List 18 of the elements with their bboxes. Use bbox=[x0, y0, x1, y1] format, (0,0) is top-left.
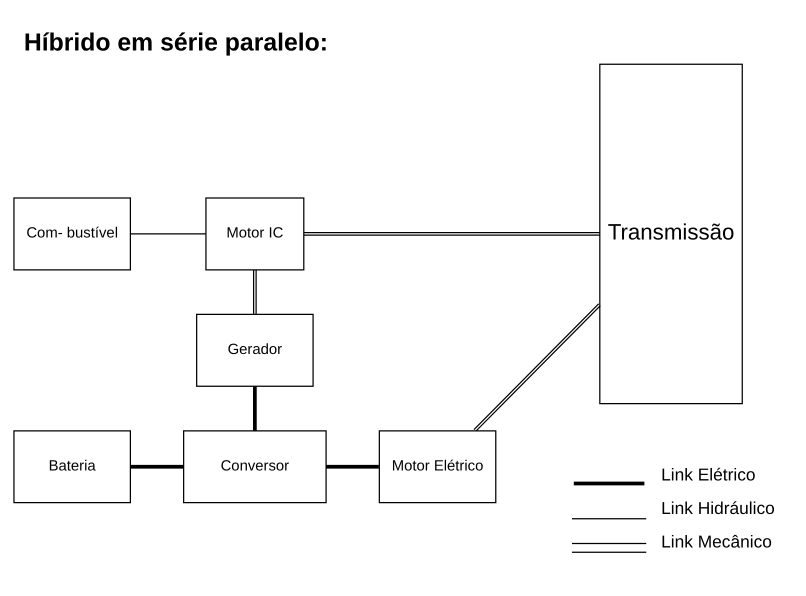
connector bbox=[326, 464, 378, 469]
diagram-title: Híbrido em série paralelo: bbox=[23, 30, 328, 57]
legend-label: Link Hidráulico bbox=[660, 498, 774, 518]
node-box: Gerador bbox=[196, 314, 314, 387]
node-box: Conversor bbox=[182, 430, 326, 504]
node-box: Bateria bbox=[12, 430, 130, 504]
connector bbox=[303, 232, 600, 236]
connector bbox=[130, 464, 183, 469]
node-box: Transmissão bbox=[598, 64, 742, 404]
connector bbox=[252, 270, 256, 314]
node-box: Com- bustível bbox=[12, 197, 130, 270]
legend-label: Link Mecânico bbox=[660, 532, 772, 552]
connector bbox=[252, 386, 256, 431]
node-box: Motor IC bbox=[204, 197, 304, 270]
legend-label: Link Elétrico bbox=[660, 464, 756, 485]
node-box: Motor Elétrico bbox=[378, 430, 496, 504]
connector bbox=[130, 233, 205, 235]
connector bbox=[473, 303, 600, 432]
